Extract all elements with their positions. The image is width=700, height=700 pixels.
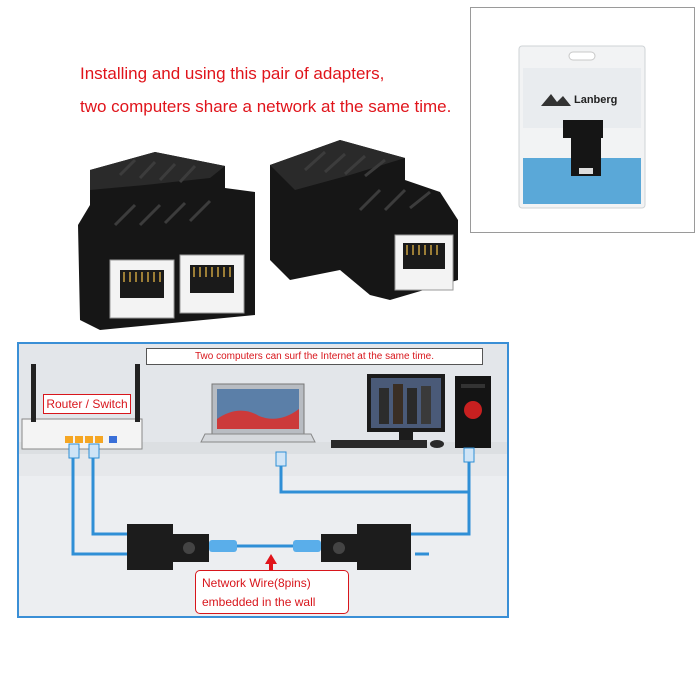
diagram-banner: Two computers can surf the Internet at t…: [146, 348, 483, 365]
router-image: [21, 364, 143, 450]
headline-line-2: two computers share a network at the sam…: [80, 97, 452, 116]
package-inset: Lanberg: [470, 7, 695, 233]
router-antenna-right: [135, 364, 140, 422]
package-brand: Lanberg: [574, 94, 617, 106]
retail-package-image: Lanberg: [518, 45, 646, 209]
arrow-up-icon: [265, 554, 277, 570]
keyboard-image: [331, 440, 427, 448]
desktop-monitor-image: [331, 374, 445, 448]
wire-label-line-2: embedded in the wall: [202, 595, 316, 609]
single-port-adapter-image: [270, 140, 458, 300]
wire-label-line-1: Network Wire(8pins): [202, 576, 311, 590]
wire-label: Network Wire(8pins) embedded in the wall: [195, 570, 349, 614]
left-splitter-adapter: [127, 524, 209, 570]
laptop-image: [200, 383, 316, 443]
network-diagram: Two computers can surf the Internet at t…: [17, 342, 509, 618]
pc-tower-image: [455, 376, 491, 448]
network-cables: [71, 450, 471, 556]
lanberg-logo-icon: [541, 94, 571, 106]
router-antenna-left: [31, 364, 36, 422]
dual-port-adapter-image: [78, 152, 255, 330]
right-splitter-adapter: [321, 524, 411, 570]
headline-line-1: Installing and using this pair of adapte…: [80, 64, 385, 83]
mouse-image: [430, 440, 444, 448]
adapter-product-photo: [78, 140, 458, 330]
router-label: Router / Switch: [43, 394, 131, 414]
